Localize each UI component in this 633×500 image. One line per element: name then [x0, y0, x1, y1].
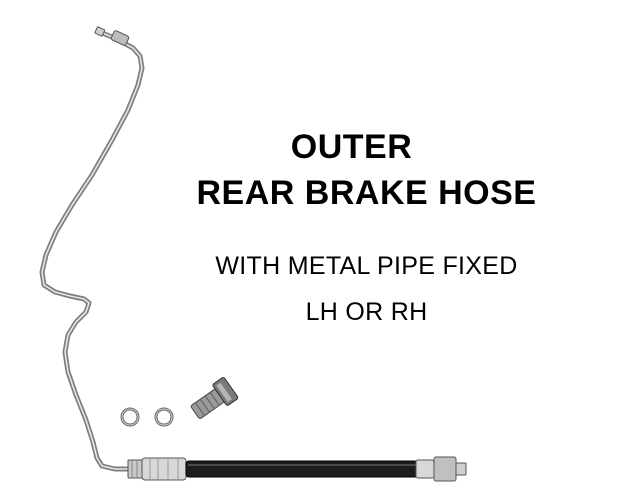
subheading-line-2: LH OR RH — [305, 298, 428, 326]
brake-hose-icon — [127, 456, 467, 482]
sealing-washer-icon — [120, 407, 174, 427]
heading-line-1: OUTER — [290, 128, 413, 166]
banjo-bolt-icon — [190, 377, 239, 419]
subheading-line-1: WITH METAL PIPE FIXED — [215, 252, 518, 280]
brake-pipe-icon — [39, 26, 145, 472]
pipe-nut-icon — [110, 30, 130, 46]
heading-line-2: REAR BRAKE HOSE — [196, 174, 537, 212]
